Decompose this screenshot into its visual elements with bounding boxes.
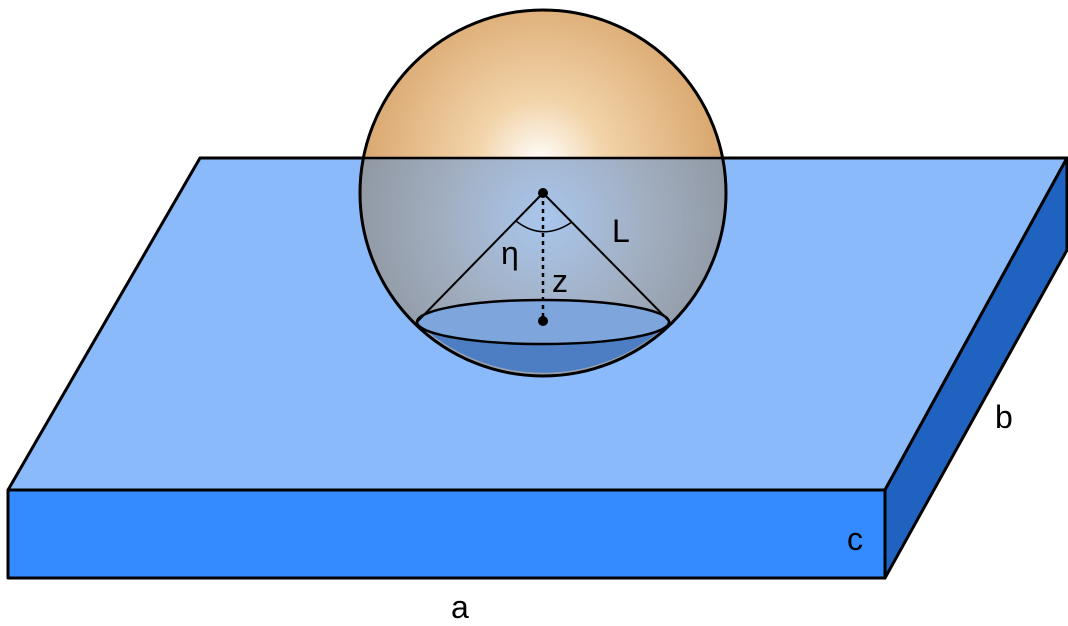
spherical-cap	[417, 322, 670, 373]
label-c: c	[847, 521, 863, 557]
cone-right-edge	[542, 192, 671, 323]
base-center-point	[538, 316, 548, 326]
apex-point	[538, 188, 548, 198]
cone	[416, 188, 671, 326]
angle-eta-arc	[515, 220, 573, 233]
cone-left-edge	[416, 192, 544, 323]
label-L: L	[612, 213, 630, 249]
label-b: b	[995, 399, 1013, 435]
slab-side-face	[883, 156, 1068, 580]
label-eta: η	[501, 235, 519, 271]
sphere-upper-part	[360, 10, 726, 158]
label-z: z	[552, 263, 568, 299]
sphere-outline	[358, 8, 728, 378]
slab-front-face	[6, 488, 887, 580]
label-a: a	[451, 589, 469, 625]
